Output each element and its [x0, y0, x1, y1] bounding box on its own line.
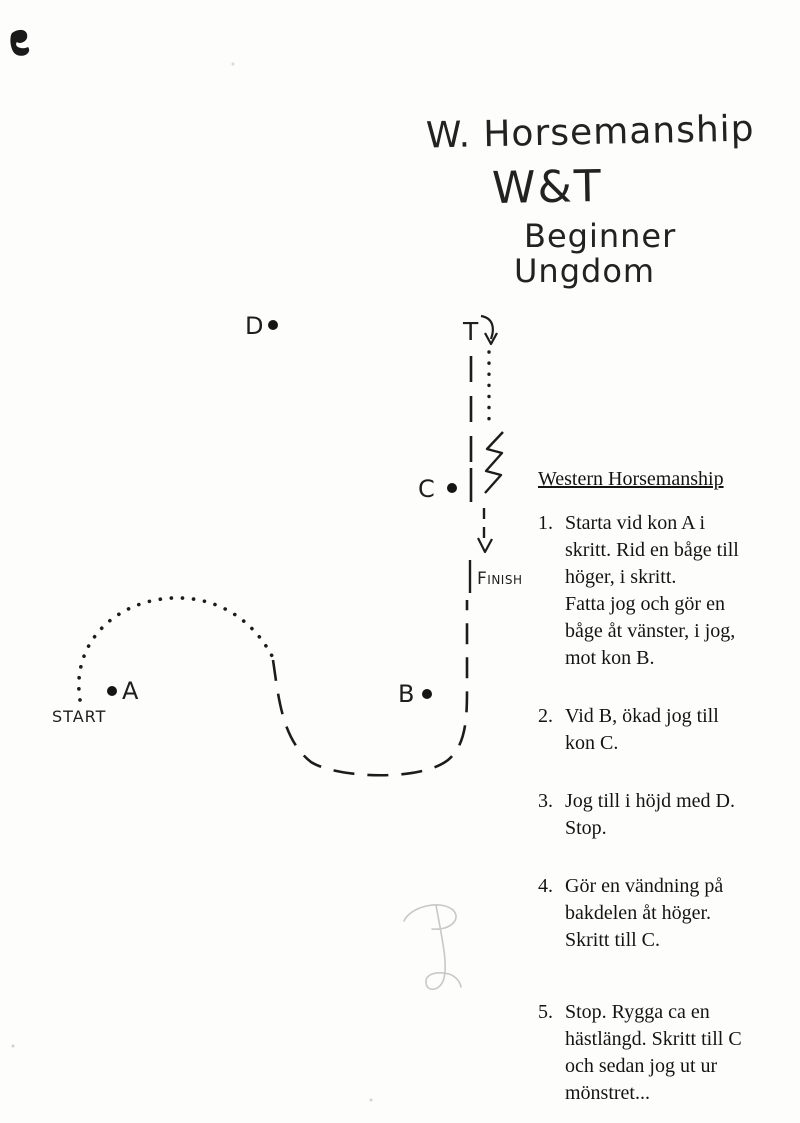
cone-dot-d [268, 320, 278, 330]
scan-speck [231, 62, 235, 66]
instruction-item-1: 1. Starta vid kon A i skritt. Rid en båg… [538, 510, 796, 672]
turn-marker-label: T [462, 317, 479, 346]
instruction-number: 4. [538, 875, 553, 897]
walk-dotted-path [77, 596, 274, 702]
signature-mark [403, 904, 462, 991]
cone-label-d: D [245, 312, 263, 340]
start-label: START [52, 707, 106, 726]
instructions-block: Western Horsemanship 1. Starta vid kon A… [538, 466, 796, 1123]
instruction-number: 3. [538, 790, 553, 812]
turn-arrow [480, 314, 494, 340]
instruction-item-4: 4. Gör en vändning på bakdelen åt höger.… [538, 873, 796, 954]
instructions-heading: Western Horsemanship [538, 468, 724, 490]
instruction-item-5: 5. Stop. Rygga ca en hästlängd. Skritt t… [538, 999, 796, 1107]
page-title-line-2: W&T [491, 161, 604, 214]
instruction-text: Vid B, ökad jog till kon C. [565, 705, 719, 754]
page-title-line-1: W. Horsemanship [425, 108, 755, 157]
instruction-text: Gör en vändning på bakdelen åt höger. Sk… [565, 875, 724, 951]
instruction-text: Starta vid kon A i skritt. Rid en båge t… [565, 512, 739, 669]
instruction-number: 2. [538, 705, 553, 727]
zigzag-symbol [484, 431, 504, 494]
cone-dot-c [447, 483, 457, 493]
instruction-number: 1. [538, 512, 553, 534]
jog-dashed-path [271, 600, 469, 777]
instruction-number: 5. [538, 1001, 553, 1023]
cone-label-a: A [122, 677, 139, 705]
cone-dot-a [107, 686, 117, 696]
page-title-line-4: Ungdom [514, 252, 656, 290]
page-title-line-3: Beginner [524, 217, 677, 255]
cone-dot-b [422, 689, 432, 699]
instruction-item-2: 2. Vid B, ökad jog till kon C. [538, 703, 796, 757]
ink-blot [10, 29, 30, 56]
turn-arrowhead-icon [484, 332, 498, 346]
scan-speck [369, 1098, 373, 1102]
cone-label-b: B [398, 680, 414, 708]
arrow-down-icon [477, 537, 493, 554]
cone-label-c: C [418, 475, 435, 503]
instruction-item-3: 3. Jog till i höjd med D. Stop. [538, 788, 796, 842]
scan-speck [11, 1044, 15, 1048]
instruction-text: Stop. Rygga ca en hästlängd. Skritt till… [565, 1001, 742, 1104]
finish-label: Finish [477, 569, 522, 589]
instruction-text: Jog till i höjd med D. Stop. [565, 790, 735, 839]
